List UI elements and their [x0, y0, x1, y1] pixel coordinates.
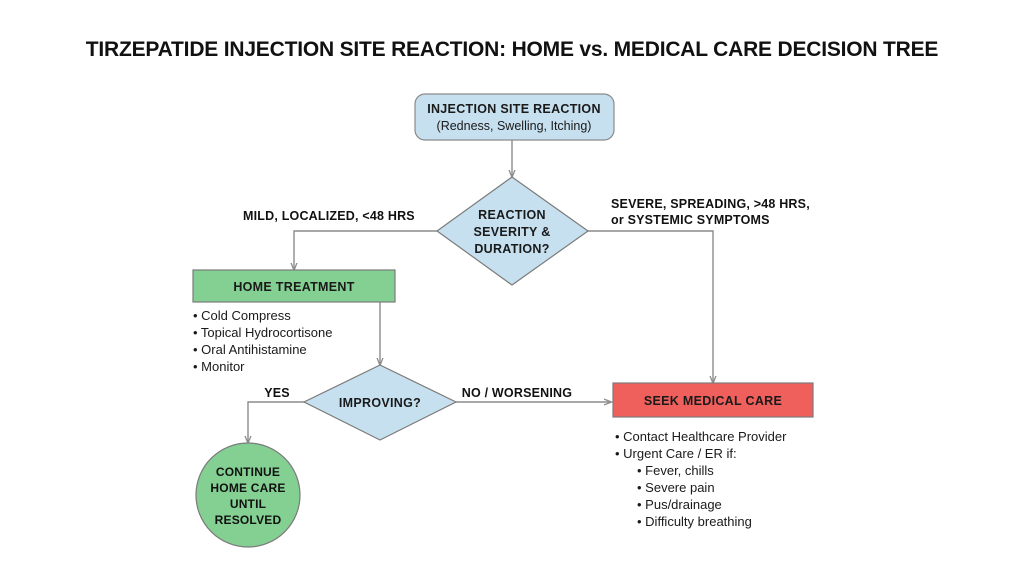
continue-home-care-shape [195, 442, 301, 548]
connector-improving-yes-to-continue [248, 401, 304, 443]
continue-line-4: RESOLVED [215, 513, 282, 527]
list-item: • Cold Compress [193, 308, 291, 323]
severity-diamond-shape [435, 176, 590, 286]
list-item: • Oral Antihistamine [193, 342, 307, 357]
start-node-subtitle: (Redness, Swelling, Itching) [437, 119, 592, 133]
edge-label-severe-branch-line1: SEVERE, SPREADING, >48 HRS, [611, 197, 810, 211]
connector-severity-to-medical-care [588, 230, 713, 383]
node-home-treatment: HOME TREATMENT [192, 269, 396, 303]
edge-label-mild-branch: MILD, LOCALIZED, <48 HRS [243, 209, 415, 223]
edge-label-no-worsening: NO / WORSENING [462, 386, 572, 400]
sub-list-item: • Severe pain [637, 480, 715, 495]
start-node-title: INJECTION SITE REACTION [427, 102, 601, 116]
sub-list-item: • Fever, chills [637, 463, 714, 478]
list-item: • Urgent Care / ER if: [615, 446, 737, 461]
node-injection-site-reaction: INJECTION SITE REACTION (Redness, Swelli… [414, 93, 615, 141]
sub-list-item: • Pus/drainage [637, 497, 722, 512]
severity-line-3: DURATION? [474, 242, 549, 256]
home-treatment-label: HOME TREATMENT [233, 280, 354, 294]
improving-diamond-shape [302, 364, 458, 441]
edge-label-severe-branch-line2: or SYSTEMIC SYMPTOMS [611, 213, 770, 227]
seek-medical-care-shape [612, 382, 814, 418]
page-title: TIRZEPATIDE INJECTION SITE REACTION: HOM… [86, 38, 939, 61]
list-item: • Monitor [193, 359, 245, 374]
edge-label-yes: YES [264, 386, 290, 400]
node-improving-decision: IMPROVING? [302, 364, 458, 441]
home-treatment-shape [192, 269, 396, 303]
continue-line-1: CONTINUE [216, 465, 280, 479]
improving-label: IMPROVING? [339, 396, 421, 410]
node-reaction-severity-decision: REACTION SEVERITY & DURATION? [435, 176, 590, 286]
list-item: • Topical Hydrocortisone [193, 325, 332, 340]
connector-severity-to-home-treatment [294, 230, 437, 270]
list-item: • Contact Healthcare Provider [615, 429, 787, 444]
home-treatment-bullet-list: • Cold Compress • Topical Hydrocortisone… [193, 308, 332, 374]
start-node-shape [414, 93, 615, 141]
node-seek-medical-care: SEEK MEDICAL CARE [612, 382, 814, 418]
node-continue-home-care: CONTINUE HOME CARE UNTIL RESOLVED [195, 442, 301, 548]
continue-line-3: UNTIL [230, 497, 266, 511]
seek-medical-care-bullet-list: • Contact Healthcare Provider • Urgent C… [615, 429, 787, 529]
seek-medical-care-label: SEEK MEDICAL CARE [644, 394, 782, 408]
continue-line-2: HOME CARE [210, 481, 285, 495]
sub-list-item: • Difficulty breathing [637, 514, 752, 529]
severity-line-2: SEVERITY & [473, 225, 550, 239]
severity-line-1: REACTION [478, 208, 546, 222]
